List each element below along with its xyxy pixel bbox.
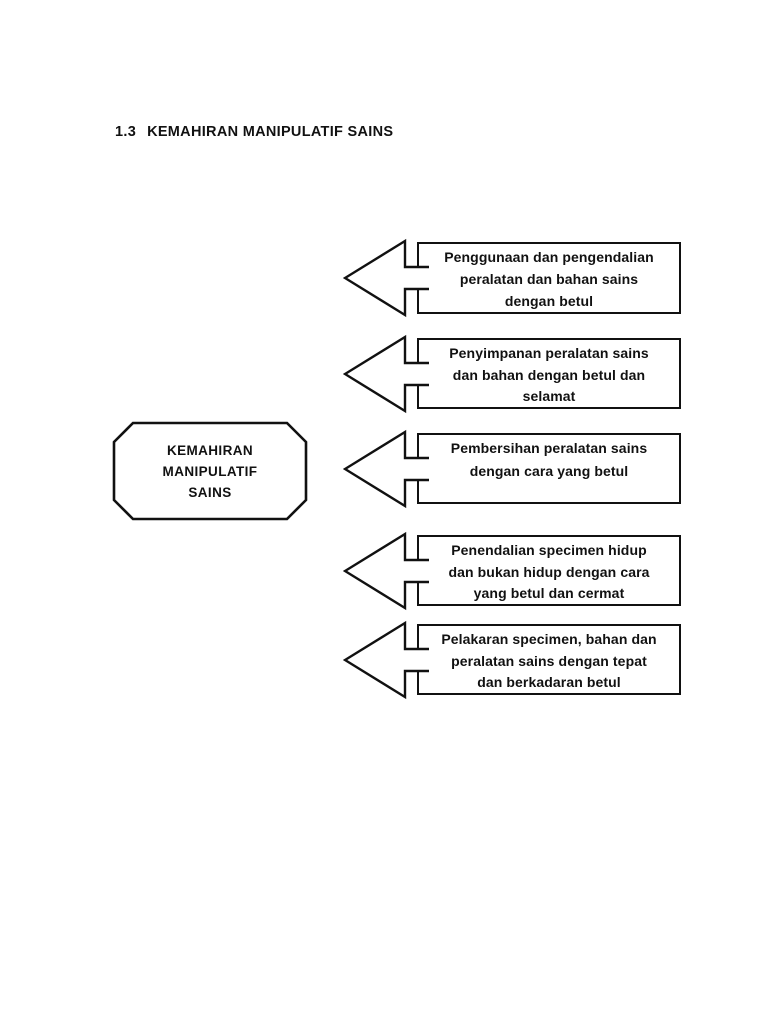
skill-text-line: Pelakaran specimen, bahan dan: [441, 631, 657, 647]
center-node-line: SAINS: [188, 484, 232, 500]
skill-text-line: dengan betul: [504, 293, 594, 309]
skill-box: Penendalian specimen hidup dan bukan hid…: [417, 535, 681, 606]
center-node-line: KEMAHIRAN: [166, 442, 254, 458]
skill-text-line: dengan cara yang betul: [469, 462, 629, 479]
skill-text-line: dan bahan dengan betul dan: [452, 366, 646, 383]
section-heading: 1.3 KEMAHIRAN MANIPULATIF SAINS: [115, 124, 393, 140]
skill-box: Pembersihan peralatan sains dengan cara …: [417, 433, 681, 504]
skill-box: Pelakaran specimen, bahan dan peralatan …: [417, 624, 681, 695]
skill-text-line: selamat: [522, 388, 576, 405]
center-node-label: KEMAHIRAN MANIPULATIF SAINS: [112, 421, 308, 521]
left-arrow-icon: [343, 334, 431, 414]
skill-box: Penggunaan dan pengendalian peralatan da…: [417, 242, 681, 314]
skill-box: Penyimpanan peralatan sains dan bahan de…: [417, 338, 681, 409]
left-arrow-icon: [343, 620, 431, 700]
left-arrow-icon: [343, 429, 431, 509]
section-title: KEMAHIRAN MANIPULATIF SAINS: [147, 124, 394, 140]
skill-text-line: Penyimpanan peralatan sains: [449, 345, 649, 361]
skill-text-line: dan berkadaran betul: [477, 674, 621, 691]
section-number: 1.3: [115, 124, 137, 140]
center-node-line: MANIPULATIF: [162, 463, 258, 479]
skill-text-line: Penendalian specimen hidup: [451, 542, 647, 558]
skill-text-line: peralatan dan bahan sains: [459, 271, 639, 287]
center-node: KEMAHIRAN MANIPULATIF SAINS: [112, 421, 308, 521]
skill-text-line: yang betul dan cermat: [473, 585, 625, 602]
skill-text-line: Pembersihan peralatan sains: [450, 440, 648, 456]
skill-text-line: dan bukan hidup dengan cara: [448, 563, 650, 580]
skill-text-line: Penggunaan dan pengendalian: [444, 249, 654, 265]
skill-text-line: peralatan sains dengan tepat: [451, 652, 647, 669]
left-arrow-icon: [343, 238, 431, 318]
left-arrow-icon: [343, 531, 431, 611]
octagon-shape-icon: [112, 421, 308, 521]
